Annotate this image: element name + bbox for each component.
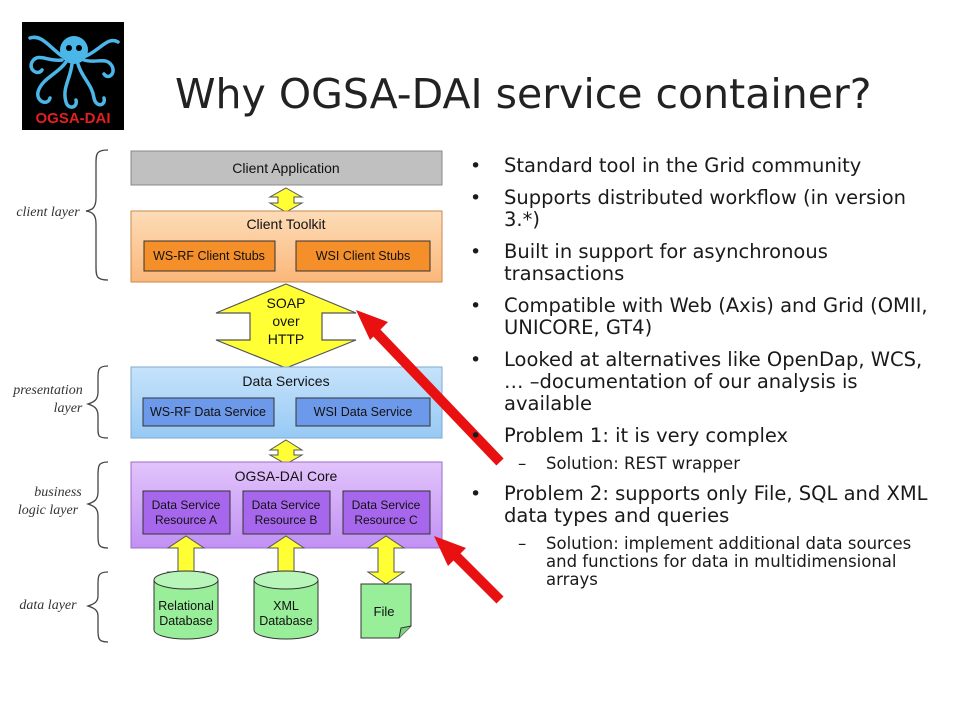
resource-c-label-2: Resource C (354, 513, 418, 527)
client-application-box (130, 150, 443, 186)
wsi-client-stubs-box (295, 240, 431, 272)
presentation-layer-label-2: layer (54, 401, 83, 416)
wsrf-data-service-box (142, 397, 275, 427)
wsi-client-stubs-label: WSI Client Stubs (316, 249, 410, 263)
over-label: over (272, 313, 300, 329)
resource-a-box (142, 490, 231, 535)
wsi-data-service-label: WSI Data Service (314, 405, 413, 419)
file-corner (398, 625, 412, 639)
sub-bullet-item: Solution: implement additional data sour… (466, 535, 946, 589)
bullet-item: Standard tool in the Grid community (466, 155, 946, 178)
business-layer-label-1: business (34, 485, 82, 500)
presentation-layer-label-1: presentation (12, 383, 82, 398)
bullet-item: Built in support for asynchronous transa… (466, 241, 946, 285)
resource-c-label-1: Data Service (352, 498, 421, 512)
resource-b-label-2: Resource B (255, 513, 318, 527)
slide-title: Why OGSA-DAI service container? (175, 70, 872, 118)
soap-label: SOAP (267, 295, 306, 311)
business-layer-brace (85, 461, 109, 549)
sub-bullet-item: Solution: REST wrapper (466, 455, 946, 474)
bullet-list: Standard tool in the Grid communitySuppo… (466, 155, 946, 599)
presentation-layer-brace (85, 365, 109, 439)
resource-a-label-1: Data Service (152, 498, 221, 512)
ogsa-dai-core-label: OGSA-DAI Core (235, 468, 338, 484)
xml-database-cylinder (253, 570, 319, 640)
bullet-item: Compatible with Web (Axis) and Grid (OMI… (466, 295, 946, 339)
resource-b-box (242, 490, 331, 535)
business-layer-label-2: logic layer (18, 503, 79, 518)
octopus-icon (28, 35, 120, 109)
data-layer-brace (85, 571, 109, 643)
ogsa-dai-logo: OGSA-DAI (22, 22, 124, 130)
relational-db-label-2: Database (159, 614, 213, 628)
data-layer-label: data layer (19, 598, 77, 613)
resource-a-label-2: Resource A (155, 513, 217, 527)
client-toolkit-label: Client Toolkit (246, 216, 325, 232)
wsrf-client-stubs-label: WS-RF Client Stubs (153, 249, 265, 263)
client-layer-label: client layer (16, 205, 80, 220)
logo-text: OGSA-DAI (36, 110, 111, 127)
resource-b-label-1: Data Service (252, 498, 321, 512)
xml-db-label-1: XML (273, 599, 299, 613)
xml-db-label-2: Database (259, 614, 313, 628)
data-services-label: Data Services (242, 373, 329, 389)
wsi-data-service-box (295, 397, 431, 427)
relational-db-label-1: Relational (158, 599, 214, 613)
client-layer-brace (85, 149, 109, 281)
bullet-item: Problem 1: it is very complex (466, 425, 946, 448)
wsrf-client-stubs-box (143, 240, 276, 272)
bullet-item: Looked at alternatives like OpenDap, WCS… (466, 349, 946, 415)
bullet-item: Supports distributed workflow (in versio… (466, 187, 946, 231)
client-application-label: Client Application (232, 160, 339, 176)
architecture-diagram: client layer presentation layer business… (12, 149, 443, 643)
wsrf-data-service-label: WS-RF Data Service (150, 405, 266, 419)
file-label: File (374, 604, 395, 619)
resource-c-box (342, 490, 431, 535)
relational-database-cylinder (153, 570, 219, 640)
http-label: HTTP (268, 331, 305, 347)
bullet-item: Problem 2: supports only File, SQL and X… (466, 483, 946, 527)
